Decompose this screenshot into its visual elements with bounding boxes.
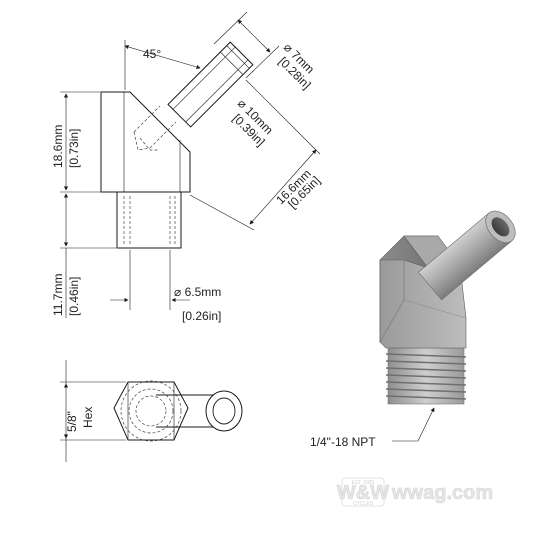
bore-diameter-dimension: ⌀ 6.5mm [0.26in] <box>110 250 221 323</box>
thread-length-in: [0.46in] <box>67 277 81 316</box>
thread-label: 1/4"-18 NPT <box>310 435 376 449</box>
angle-dimension: 45° <box>124 40 201 90</box>
thread-callout: 1/4"-18 NPT <box>310 407 435 449</box>
hex-dimension: 5/8" Hex <box>60 360 126 462</box>
outlet-tube <box>167 41 254 128</box>
top-view <box>113 380 243 442</box>
body-height-in: [0.73in] <box>67 129 81 168</box>
watermark-badge <box>341 477 385 507</box>
threaded-shank <box>116 191 182 249</box>
front-view <box>100 41 254 249</box>
thread-length-dimension: 11.7mm [0.46in] <box>51 193 116 318</box>
watermark-brand: W&W <box>337 482 389 504</box>
watermark-small-bottom: CYCLES <box>353 501 374 507</box>
body-height-mm: 18.6mm <box>51 125 65 168</box>
thread-length-mm: 11.7mm <box>51 274 65 316</box>
diameter-symbol-3: ⌀ <box>174 285 181 299</box>
bore-diameter-mm: 6.5mm <box>185 285 222 299</box>
top-tube <box>156 390 243 432</box>
hex-outline <box>113 381 189 441</box>
bore-diameter-in: [0.26in] <box>182 309 221 323</box>
body-height-dimension: 18.6mm [0.73in] <box>51 91 116 193</box>
watermark-site: wwag.com <box>391 482 493 504</box>
thread-ridges <box>385 353 467 400</box>
angle-label: 45° <box>143 47 161 61</box>
fitting-body <box>100 91 191 193</box>
svg-text:⌀ 6.5mm: ⌀ 6.5mm <box>174 285 221 299</box>
hex-size: 5/8" <box>65 411 79 432</box>
inner-diameter-dimension: ⌀ 10mm [0.39in] <box>230 96 276 149</box>
watermark-small-top: EST. 1981 <box>351 480 374 486</box>
fitting-3d-render <box>379 210 516 405</box>
watermark: EST. 1981 W&W CYCLES wwag.com <box>337 477 493 507</box>
hex-label: Hex <box>81 407 95 428</box>
